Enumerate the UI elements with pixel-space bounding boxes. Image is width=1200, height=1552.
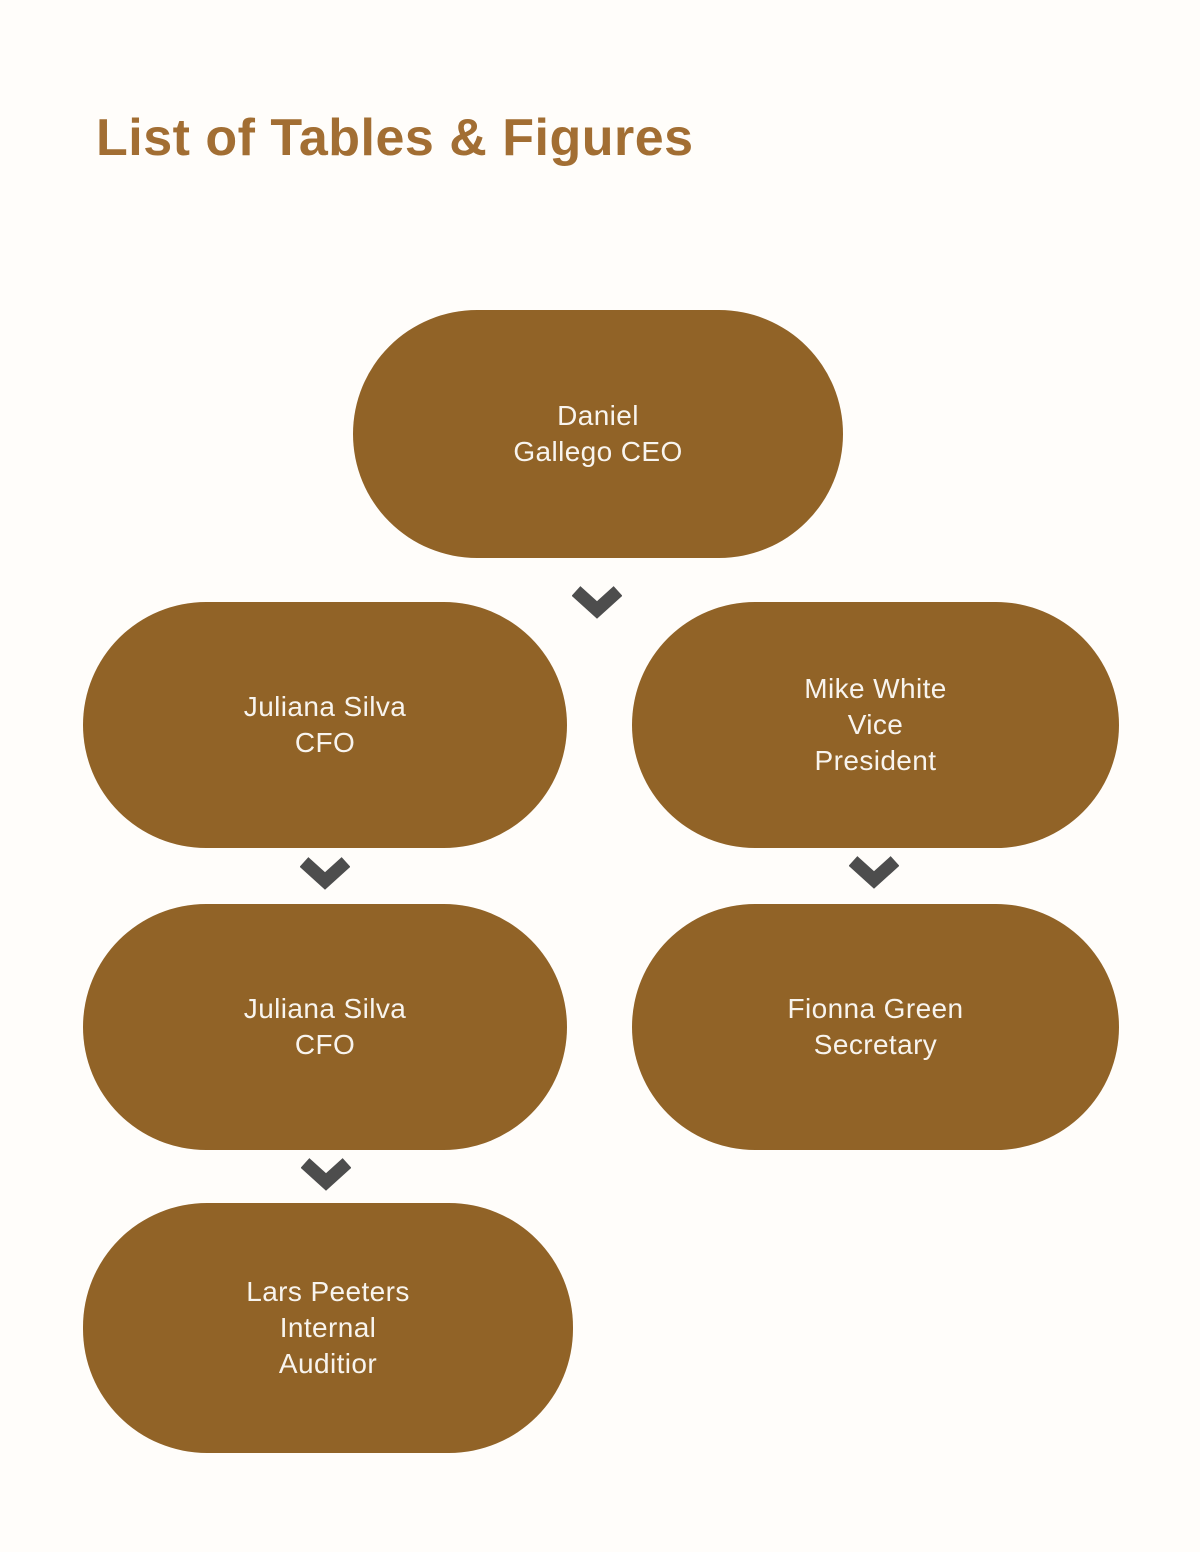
chevron-down-icon	[849, 856, 899, 890]
org-node-text-line: Fionna Green	[787, 993, 964, 1024]
org-node-text-line: CFO	[294, 1029, 356, 1060]
org-node-text-line: CFO	[294, 727, 356, 758]
org-node-text-line: President	[814, 745, 937, 776]
org-node-text-line: Juliana Silva	[243, 993, 407, 1024]
org-node-secretary: Fionna Green Secretary	[632, 904, 1119, 1150]
org-node-text-line: Internal	[279, 1312, 377, 1343]
org-node-text-line: Juliana Silva	[243, 691, 407, 722]
org-node-ceo: Daniel Gallego CEO	[353, 310, 843, 558]
org-node-text-line: Vice	[847, 709, 904, 740]
chevron-down-icon	[300, 857, 350, 891]
org-node-cfo-mid: Juliana Silva CFO	[83, 904, 567, 1150]
org-node-text-line: Secretary	[813, 1029, 938, 1060]
page-title: List of Tables & Figures	[96, 109, 694, 167]
chevron-down-icon	[572, 586, 622, 620]
org-node-text-line: Gallego CEO	[513, 436, 683, 467]
org-node-vice-president: Mike White Vice President	[632, 602, 1119, 848]
org-node-text-line: Auditior	[278, 1348, 378, 1379]
org-node-cfo-top: Juliana Silva CFO	[83, 602, 567, 848]
org-node-internal-auditor: Lars Peeters Internal Auditior	[83, 1203, 573, 1453]
chevron-down-icon	[301, 1158, 351, 1192]
org-node-text-line: Daniel	[557, 400, 639, 431]
org-node-text-line: Mike White	[804, 673, 947, 704]
org-node-text-line: Lars Peeters	[246, 1276, 410, 1307]
